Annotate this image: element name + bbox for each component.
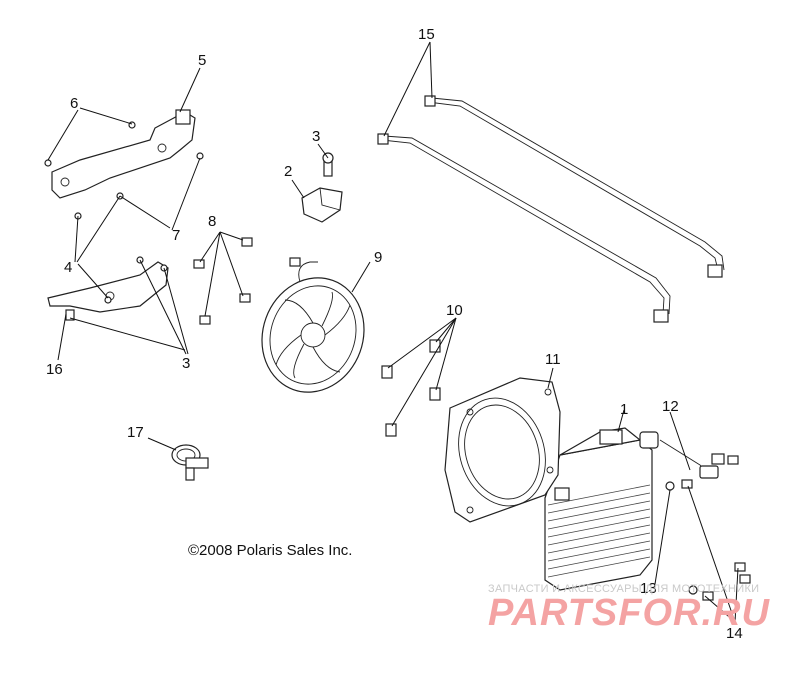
callout-3-top: 3 [312,128,320,145]
callout-10: 10 [446,302,463,319]
callouts: 1 2 3 3 4 5 6 7 8 9 10 11 12 13 14 15 16… [46,26,743,642]
fan-shroud [444,377,561,523]
callout-8: 8 [208,213,216,230]
radiator [544,427,659,591]
hardware-13-14 [665,479,751,601]
callout-16: 16 [46,361,63,378]
callout-5: 5 [198,52,206,69]
callout-4: 4 [64,259,72,276]
callout-6: 6 [70,95,78,112]
callout-2: 2 [284,163,292,180]
watermark-tagline: ЗАПЧАСТИ И АКСЕССУАРЫ ДЛЯ МОТОТЕХНИКИ [488,583,760,595]
callout-13: 13 [640,580,657,597]
bolts-group-8 [193,237,253,325]
hose-clamp [171,444,209,481]
callout-9: 9 [374,249,382,266]
clamp-bracket [301,152,343,223]
clips-group-10 [381,339,441,437]
callout-14: 14 [726,625,743,642]
callout-12: 12 [662,398,679,415]
callout-17: 17 [127,424,144,441]
callout-11: 11 [545,351,561,368]
hose-lines [377,95,725,323]
leader-lines [47,41,739,623]
callout-15: 15 [418,26,435,43]
cooling-fan [261,257,365,393]
callout-3-bottom: 3 [182,355,190,372]
copyright-text: ©2008 Polaris Sales Inc. [188,542,353,559]
callout-1: 1 [620,401,628,418]
temperature-sensor [659,439,739,479]
callout-7: 7 [172,227,180,244]
watermark-logo: PARTSFOR.RU [488,592,770,634]
